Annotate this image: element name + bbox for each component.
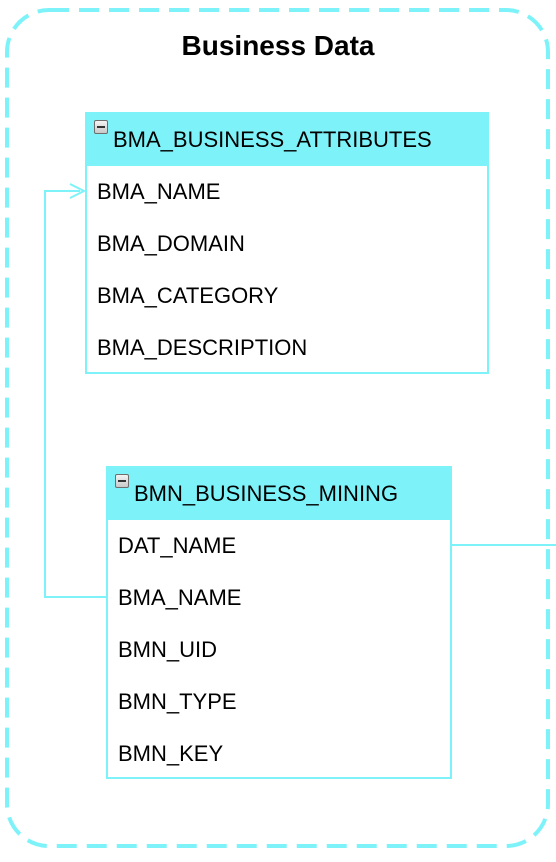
group-container-border <box>5 8 550 848</box>
relationship-line-bma-name[interactable] <box>44 190 107 598</box>
field-row[interactable]: BMA_DESCRIPTION <box>97 335 308 360</box>
entity-header[interactable]: BMA_BUSINESS_ATTRIBUTES <box>87 114 487 166</box>
collapse-icon[interactable] <box>115 474 129 488</box>
field-row[interactable]: DAT_NAME <box>118 533 237 558</box>
group-title: Business Data <box>181 30 375 61</box>
entity-bma-business-attributes[interactable]: BMA_BUSINESS_ATTRIBUTES BMA_NAME BMA_DOM… <box>85 112 489 374</box>
relationship-arrowhead <box>69 183 87 199</box>
entity-name: BMA_BUSINESS_ATTRIBUTES <box>113 127 432 152</box>
field-row[interactable]: BMA_NAME <box>97 179 221 204</box>
field-row[interactable]: BMN_KEY <box>118 741 224 766</box>
collapse-icon[interactable] <box>94 120 108 134</box>
entity-header[interactable]: BMN_BUSINESS_MINING <box>108 468 450 520</box>
field-row[interactable]: BMN_UID <box>118 637 218 662</box>
field-row[interactable]: BMA_NAME <box>118 585 242 610</box>
field-row[interactable]: BMN_TYPE <box>118 689 237 714</box>
field-row[interactable]: BMA_DOMAIN <box>97 231 245 256</box>
field-row[interactable]: BMA_CATEGORY <box>97 283 279 308</box>
entity-bmn-business-mining[interactable]: BMN_BUSINESS_MINING DAT_NAME BMA_NAME BM… <box>106 466 452 779</box>
entity-name: BMN_BUSINESS_MINING <box>134 481 399 506</box>
